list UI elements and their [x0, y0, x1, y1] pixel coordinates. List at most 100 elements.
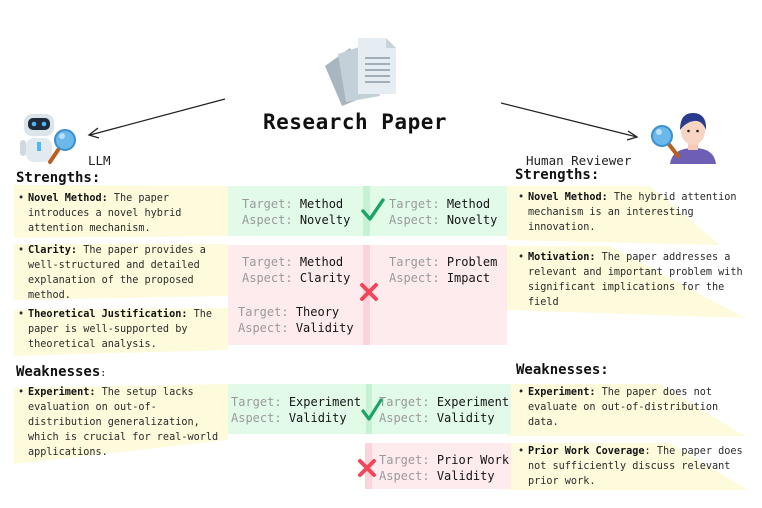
target-value: Theory — [295, 305, 340, 319]
aspect-value: Validity — [436, 411, 495, 425]
target-key: Target: — [379, 395, 430, 409]
human-target-aspect: Target: Prior Work Aspect: Validity — [379, 452, 509, 484]
human-weakness-1-highlight — [507, 384, 745, 436]
item-label: Clarity: — [28, 245, 78, 256]
human-target-aspect: Target: Method Aspect: Novelty — [389, 196, 497, 228]
aspect-value: Clarity — [299, 271, 351, 285]
bullet-dot: • — [518, 387, 525, 398]
target-value: Method — [299, 255, 344, 269]
item-text: The paper provides a well-structured and… — [28, 245, 206, 301]
llm-target-aspect: Target: Theory Aspect: Validity — [238, 304, 354, 336]
llm-strength-item: •Theoretical Justification: The paper is… — [18, 307, 228, 352]
person-with-magnifier-icon — [651, 112, 716, 164]
target-key: Target: — [231, 395, 282, 409]
item-text: The paper introduces a novel hybrid atte… — [28, 193, 182, 234]
human-strength-item: •Novel Method: The hybrid attention mech… — [518, 190, 748, 235]
target-key: Target: — [389, 255, 440, 269]
arrow-paper-to-human — [500, 102, 639, 141]
mismatch-box-prior-work — [365, 443, 511, 489]
document-stack-icon — [325, 38, 396, 106]
human-strengths-heading: Strengths: — [515, 167, 600, 183]
human-weakness-item: •Experiment: The paper does not evaluate… — [518, 385, 750, 430]
target-value: Prior Work — [436, 453, 510, 467]
llm-target-aspect: Target: Method Aspect: Clarity — [242, 254, 350, 286]
item-label: Novel Method: — [28, 193, 108, 204]
llm-weaknesses-heading: Weaknesses: — [16, 364, 106, 380]
aspect-value: Validity — [288, 411, 347, 425]
target-value: Experiment — [436, 395, 510, 409]
aspect-value: Novelty — [299, 213, 351, 227]
aspect-value: Validity — [295, 321, 354, 335]
item-text: The paper addresses a relevant and impor… — [528, 252, 743, 308]
aspect-key: Aspect: — [389, 271, 440, 285]
bullet-dot: • — [518, 446, 525, 457]
diagram-title: Research Paper — [263, 110, 448, 134]
aspect-key: Aspect: — [242, 271, 293, 285]
llm-weakness-1-highlight — [14, 384, 228, 464]
item-label: Experiment: — [28, 387, 96, 398]
divider-bar — [363, 186, 370, 236]
human-strength-1-highlight — [507, 186, 720, 245]
item-text: The paper is well-supported by theoretic… — [28, 309, 213, 350]
item-label: Motivation: — [528, 252, 596, 263]
target-key: Target: — [242, 197, 293, 211]
llm-strength-item: •Clarity: The paper provides a well-stru… — [18, 243, 228, 303]
target-key: Target: — [389, 197, 440, 211]
target-value: Method — [446, 197, 491, 211]
target-key: Target: — [379, 453, 430, 467]
heading-text: Weaknesses — [16, 364, 101, 380]
checkmark-icon — [361, 198, 385, 221]
bullet-dot: • — [18, 309, 25, 320]
bullet-dot: • — [518, 252, 525, 263]
human-target-aspect: Target: Experiment Aspect: Validity — [379, 394, 509, 426]
divider-bar — [366, 384, 372, 434]
aspect-value: Impact — [446, 271, 491, 285]
human-weakness-item: •Prior Work Coverage: The paper does not… — [518, 444, 750, 489]
arrow-paper-to-llm — [87, 98, 226, 139]
human-weaknesses-heading: Weaknesses: — [516, 362, 609, 378]
human-strength-2-highlight — [507, 246, 745, 318]
cross-icon — [360, 283, 378, 301]
human-strength-item: •Motivation: The paper addresses a relev… — [518, 250, 750, 310]
human-target-aspect: Target: Problem Aspect: Impact — [389, 254, 497, 286]
item-label: Novel Method: — [528, 192, 608, 203]
bullet-dot: • — [518, 192, 525, 203]
llm-strengths-heading: Strengths: — [16, 170, 101, 186]
llm-label: LLM — [88, 153, 111, 168]
target-value: Experiment — [288, 395, 362, 409]
target-value: Method — [299, 197, 344, 211]
aspect-key: Aspect: — [379, 411, 430, 425]
aspect-key: Aspect: — [242, 213, 293, 227]
item-text: : The paper does not sufficiently discus… — [528, 446, 743, 487]
bullet-dot: • — [18, 387, 25, 398]
item-text: The setup lacks evaluation on out-of-dis… — [28, 387, 219, 458]
item-label: Prior Work Coverage — [528, 446, 645, 457]
aspect-key: Aspect: — [389, 213, 440, 227]
cross-icon — [358, 459, 376, 477]
heading-colon: : — [100, 368, 107, 379]
llm-target-aspect: Target: Experiment Aspect: Validity — [231, 394, 361, 426]
llm-strength-2-highlight — [14, 244, 228, 300]
aspect-key: Aspect: — [379, 469, 430, 483]
target-key: Target: — [242, 255, 293, 269]
llm-strength-3-highlight — [14, 308, 228, 356]
target-key: Target: — [238, 305, 289, 319]
robot-with-magnifier-icon — [20, 114, 76, 164]
llm-strength-item: •Novel Method: The paper introduces a no… — [18, 191, 228, 236]
human-weakness-2-highlight — [507, 443, 748, 490]
aspect-key: Aspect: — [238, 321, 289, 335]
item-text: The paper does not evaluate on out-of-di… — [528, 387, 719, 428]
item-label: Theoretical Justification: — [28, 309, 188, 320]
bullet-dot: • — [18, 193, 25, 204]
aspect-value: Validity — [436, 469, 495, 483]
llm-weakness-item: •Experiment: The setup lacks evaluation … — [18, 385, 228, 460]
bullet-dot: • — [18, 245, 25, 256]
aspect-key: Aspect: — [231, 411, 282, 425]
item-text: The hybrid attention mechanism is an int… — [528, 192, 737, 233]
human-reviewer-label: Human Reviewer — [526, 153, 632, 168]
aspect-value: Novelty — [446, 213, 498, 227]
target-value: Problem — [446, 255, 498, 269]
llm-target-aspect: Target: Method Aspect: Novelty — [242, 196, 350, 228]
